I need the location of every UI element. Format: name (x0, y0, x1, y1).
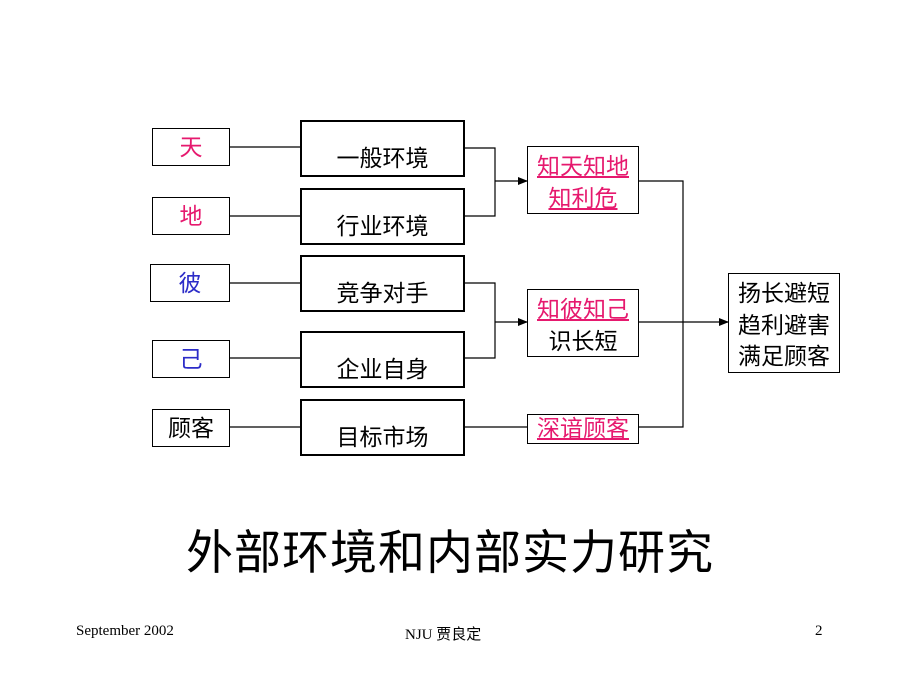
bracket-environment (464, 147, 496, 217)
bracket-insights (639, 180, 684, 428)
factor-box-enterprise: 企业自身 (300, 331, 465, 388)
label-box-bi: 彼 (150, 264, 230, 302)
label-di: 地 (179, 204, 203, 230)
result-box: 扬长避短 趋利避害 满足顾客 (728, 273, 840, 373)
factor-target-market: 目标市场 (336, 425, 429, 451)
factor-box-target-market: 目标市场 (300, 399, 465, 456)
insight-self-rival-line2: 识长短 (548, 329, 618, 355)
insight-box-heaven-earth: 知天知地 知利危 (527, 146, 639, 214)
result-line-2: 趋利避害 (738, 313, 830, 339)
label-ji: 己 (179, 347, 203, 373)
result-line-1: 扬长避短 (738, 281, 830, 307)
insight-box-self-rival: 知彼知己 识长短 (527, 289, 639, 357)
footer-page-number: 2 (815, 623, 823, 639)
label-box-tian: 天 (152, 128, 230, 166)
factor-box-competitors: 竞争对手 (300, 255, 465, 312)
factor-box-industry-environment: 行业环境 (300, 188, 465, 245)
label-box-ji: 己 (152, 340, 230, 378)
label-bi: 彼 (178, 271, 202, 297)
label-box-di: 地 (152, 197, 230, 235)
slide-title: 外部环境和内部实力研究 (186, 526, 714, 581)
insight-heaven-earth-line2: 知利危 (548, 186, 618, 212)
factor-competitors: 竞争对手 (336, 281, 429, 307)
label-tian: 天 (179, 135, 203, 161)
factor-enterprise: 企业自身 (336, 357, 429, 383)
factor-general-environment: 一般环境 (336, 146, 429, 172)
insight-box-customer: 深谙顾客 (527, 414, 639, 444)
factor-industry-environment: 行业环境 (336, 214, 429, 240)
label-box-customer: 顾客 (152, 409, 230, 447)
result-line-3: 满足顾客 (738, 344, 830, 370)
label-customer: 顾客 (168, 416, 214, 442)
footer-date: September 2002 (76, 623, 174, 639)
bracket-competition (464, 282, 496, 359)
insight-heaven-earth-line1: 知天知地 (537, 154, 629, 180)
insight-self-rival-line1: 知彼知己 (537, 297, 629, 323)
footer-author: NJU 贾良定 (405, 627, 482, 643)
insight-customer: 深谙顾客 (537, 416, 629, 442)
factor-box-general-environment: 一般环境 (300, 120, 465, 177)
